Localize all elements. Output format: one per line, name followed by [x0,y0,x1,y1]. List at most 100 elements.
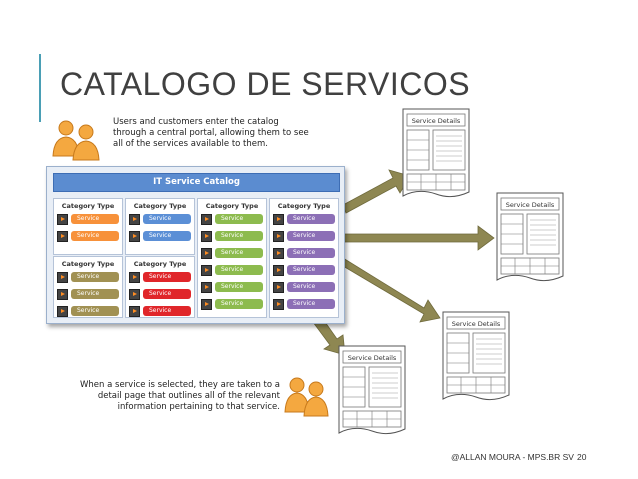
play-icon [201,247,212,259]
service-label: Service [215,299,263,309]
service-item[interactable]: Service [57,213,119,225]
service-details-document[interactable]: Service Details [496,192,564,287]
people-icon [52,120,100,161]
category-box: Category Type Service Service Service Se… [197,198,267,318]
page-number: 20 [577,452,587,462]
service-label: Service [71,306,119,316]
arrow-icon [342,257,441,323]
service-label: Service [215,231,263,241]
service-label: Service [215,282,263,292]
service-label: Service [215,265,263,275]
document-title: Service Details [506,201,555,209]
page-title: CATALOGO DE SERVICOS [60,66,471,102]
service-item[interactable]: Service [129,230,191,242]
service-details-document[interactable]: Service Details [338,345,406,440]
service-label: Service [215,214,263,224]
category-heading: Category Type [133,260,187,268]
play-icon [129,213,140,225]
play-icon [201,230,212,242]
service-label: Service [143,214,191,224]
service-item[interactable]: Service [201,281,263,293]
category-heading: Category Type [205,202,259,210]
document-title: Service Details [452,320,501,328]
play-icon [57,271,68,283]
play-icon [57,213,68,225]
service-item[interactable]: Service [273,281,335,293]
play-icon [273,247,284,259]
document-title: Service Details [348,354,397,362]
it-service-catalog: IT Service Catalog Category Type Service… [46,166,345,324]
play-icon [57,305,68,317]
category-box: Category Type Service Service Service [125,256,195,318]
service-item[interactable]: Service [57,271,119,283]
service-item[interactable]: Service [273,213,335,225]
caption-top: Users and customers enter the catalog th… [113,117,309,149]
service-item[interactable]: Service [129,213,191,225]
service-details-document[interactable]: Service Details [402,108,470,203]
catalog-title: IT Service Catalog [53,173,340,192]
document-icon: Service Details [496,192,564,282]
service-label: Service [143,272,191,282]
document-icon: Service Details [442,311,510,401]
document-title: Service Details [412,117,461,125]
play-icon [57,230,68,242]
play-icon [201,213,212,225]
play-icon [129,288,140,300]
arrow-icon [342,169,411,214]
service-item[interactable]: Service [57,230,119,242]
play-icon [201,298,212,310]
service-label: Service [71,231,119,241]
service-label: Service [287,265,335,275]
play-icon [129,271,140,283]
service-details-document[interactable]: Service Details [442,311,510,406]
service-item[interactable]: Service [201,230,263,242]
document-icon: Service Details [402,108,470,198]
service-label: Service [143,231,191,241]
service-label: Service [71,272,119,282]
play-icon [273,264,284,276]
people-icon [284,377,329,417]
category-box: Category Type Service Service [53,198,123,255]
service-item[interactable]: Service [201,298,263,310]
service-item[interactable]: Service [129,271,191,283]
play-icon [201,264,212,276]
service-item[interactable]: Service [57,305,119,317]
caption-bottom: When a service is selected, they are tak… [80,380,280,412]
service-label: Service [71,289,119,299]
category-heading: Category Type [61,260,115,268]
service-label: Service [143,289,191,299]
service-item[interactable]: Service [273,264,335,276]
play-icon [273,213,284,225]
service-label: Service [287,248,335,258]
play-icon [273,281,284,293]
service-item[interactable]: Service [129,288,191,300]
service-label: Service [287,231,335,241]
service-item[interactable]: Service [201,264,263,276]
category-box: Category Type Service Service Service [53,256,123,318]
service-label: Service [215,248,263,258]
play-icon [129,305,140,317]
footer-credit: @ALLAN MOURA - MPS.BR SV [451,452,574,462]
service-item[interactable]: Service [57,288,119,300]
service-item[interactable]: Service [201,213,263,225]
service-label: Service [287,214,335,224]
service-label: Service [287,282,335,292]
service-label: Service [143,306,191,316]
category-heading: Category Type [61,202,115,210]
title-accent-bar [39,54,41,122]
document-icon: Service Details [338,345,406,435]
category-heading: Category Type [133,202,187,210]
service-item[interactable]: Service [273,247,335,259]
play-icon [273,298,284,310]
play-icon [201,281,212,293]
service-item[interactable]: Service [129,305,191,317]
category-box: Category Type Service Service Service Se… [269,198,339,318]
category-heading: Category Type [277,202,331,210]
service-label: Service [287,299,335,309]
service-item[interactable]: Service [201,247,263,259]
play-icon [273,230,284,242]
arrow-icon [342,225,495,251]
service-item[interactable]: Service [273,298,335,310]
play-icon [129,230,140,242]
service-item[interactable]: Service [273,230,335,242]
